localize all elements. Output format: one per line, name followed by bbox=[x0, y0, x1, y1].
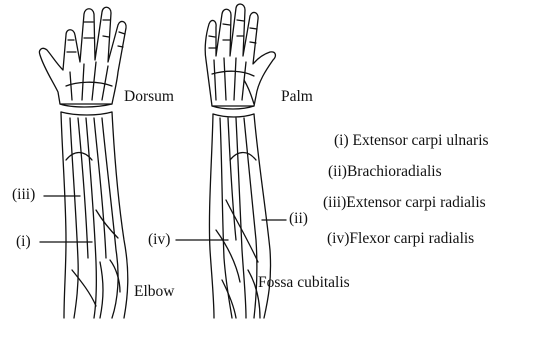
callout-iii: (iii) bbox=[12, 186, 35, 204]
legend-num: (iii) bbox=[323, 194, 346, 212]
palm-arm-drawing bbox=[205, 4, 275, 318]
callout-ii: (ii) bbox=[289, 210, 308, 228]
legend-text: Extensor carpi radialis bbox=[346, 194, 485, 211]
legend-item-ii: (ii)Brachioradialis bbox=[328, 163, 442, 181]
callout-i: (i) bbox=[16, 233, 31, 251]
dorsum-label: Dorsum bbox=[124, 88, 174, 106]
callout-iv: (iv) bbox=[148, 231, 170, 249]
legend-num: (i) bbox=[334, 132, 349, 150]
legend-text: Brachioradialis bbox=[347, 163, 442, 180]
legend-item-iii: (iii)Extensor carpi radialis bbox=[323, 194, 486, 212]
palm-label: Palm bbox=[281, 88, 313, 106]
legend-item-iv: (iv)Flexor carpi radialis bbox=[327, 230, 474, 248]
fossa-cubitalis-label: Fossa cubitalis bbox=[258, 274, 350, 292]
legend-text: Extensor carpi ulnaris bbox=[353, 132, 489, 149]
legend-item-i: (i) Extensor carpi ulnaris bbox=[334, 132, 489, 150]
legend-text: Flexor carpi radialis bbox=[349, 230, 474, 247]
dorsum-arm-drawing bbox=[39, 7, 127, 318]
elbow-label: Elbow bbox=[134, 283, 174, 301]
legend-num: (ii) bbox=[328, 163, 347, 181]
legend-num: (iv) bbox=[327, 230, 349, 248]
